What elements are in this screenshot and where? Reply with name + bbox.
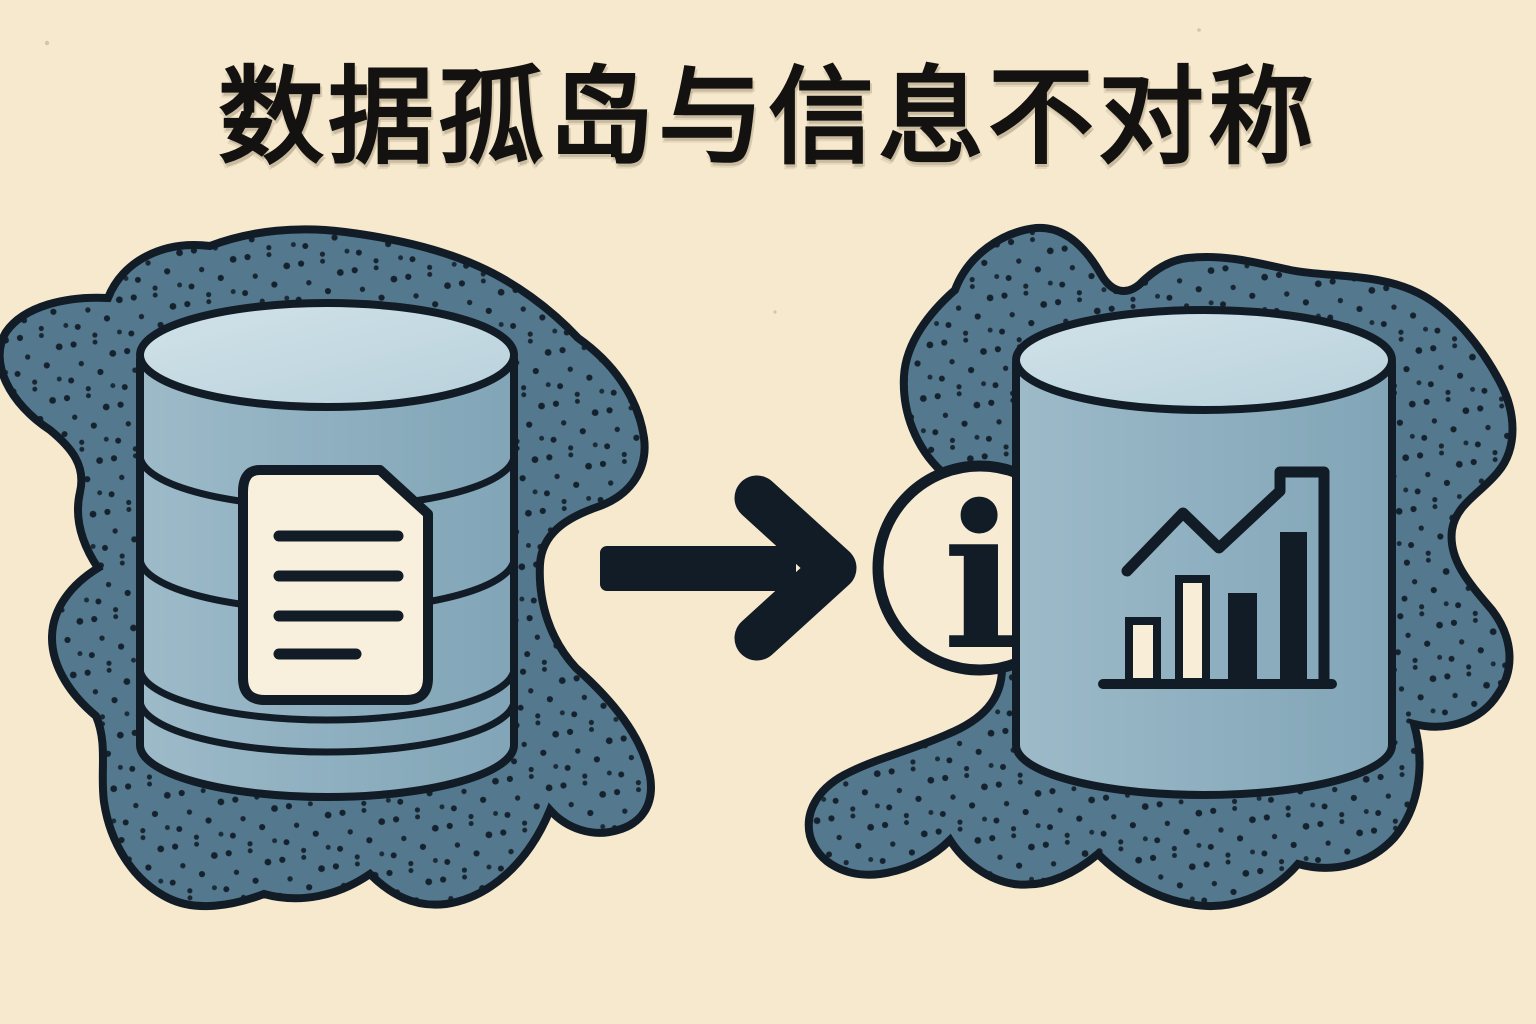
arrow-head [734, 475, 857, 661]
arrow-right-icon [600, 475, 857, 661]
chart-trend-line [1121, 466, 1330, 687]
left-database-top [136, 299, 518, 411]
chart-bar-2 [1175, 575, 1210, 686]
document-icon [238, 465, 433, 705]
info-glyph: i [942, 461, 1017, 694]
document-paper [238, 465, 433, 705]
right-database-icon [1012, 306, 1396, 799]
chart-bar-3 [1228, 593, 1257, 682]
document-text-lines [273, 530, 404, 660]
chart-bar-4 [1280, 532, 1307, 682]
right-database-top [1012, 306, 1396, 414]
page-title: 数据孤岛与信息不对称 [218, 59, 1318, 177]
chart-bar-1 [1125, 617, 1161, 686]
bar-chart-icon [1098, 466, 1337, 689]
arrow-shaft [600, 546, 796, 591]
